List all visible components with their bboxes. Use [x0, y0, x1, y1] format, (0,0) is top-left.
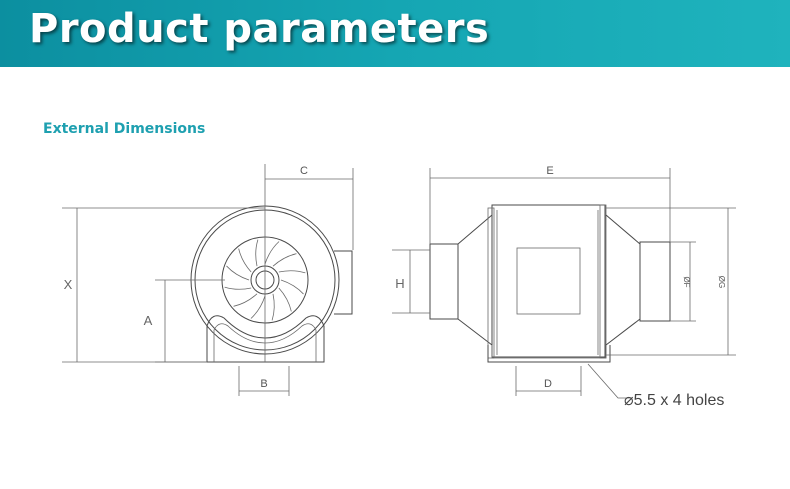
side-taper-right: [605, 214, 641, 346]
front-outlet-stub: [334, 250, 353, 315]
front-impeller-blades: [224, 239, 306, 321]
page-title: Product parameters: [29, 6, 490, 52]
impeller-blade: [280, 279, 304, 295]
impeller-blade: [264, 241, 280, 265]
dim-a-label: A: [144, 313, 153, 328]
holes-note: ⌀5.5 x 4 holes: [624, 392, 724, 409]
dim-g-label: ØG: [717, 276, 726, 288]
side-view: E H ØF ØG D ⌀5.5 x 4 holes: [392, 165, 736, 409]
side-outlet-right: [639, 241, 671, 322]
dim-d-label: D: [544, 378, 552, 390]
side-inlet-left: [429, 243, 459, 320]
impeller-blade: [255, 239, 259, 267]
section-title: External Dimensions: [43, 121, 206, 137]
side-motor: [516, 247, 581, 315]
dim-f-label: ØF: [682, 276, 691, 287]
impeller-blade: [224, 286, 252, 290]
front-view: C X A B: [62, 164, 354, 396]
side-body: [491, 204, 606, 358]
side-base-inner: [491, 345, 607, 359]
impeller-blade: [278, 287, 292, 312]
impeller-blade: [271, 293, 275, 321]
dim-c-label: C: [300, 165, 308, 177]
holes-leader-line: [587, 363, 632, 399]
dim-e-label: E: [546, 165, 553, 177]
impeller-blade: [238, 248, 252, 273]
impeller-blade: [226, 265, 250, 281]
impeller-blade: [233, 293, 258, 307]
header-banner: Product parameters: [0, 0, 790, 67]
side-taper-left: [457, 214, 493, 346]
dim-x-label: X: [64, 277, 73, 292]
impeller-blade: [250, 295, 266, 319]
impeller-blade: [272, 253, 297, 267]
dim-b-label: B: [260, 378, 267, 390]
impeller-blade: [278, 270, 306, 274]
dim-h-label: H: [395, 276, 404, 291]
side-base: [487, 345, 611, 363]
side-flange-left: [487, 207, 495, 359]
